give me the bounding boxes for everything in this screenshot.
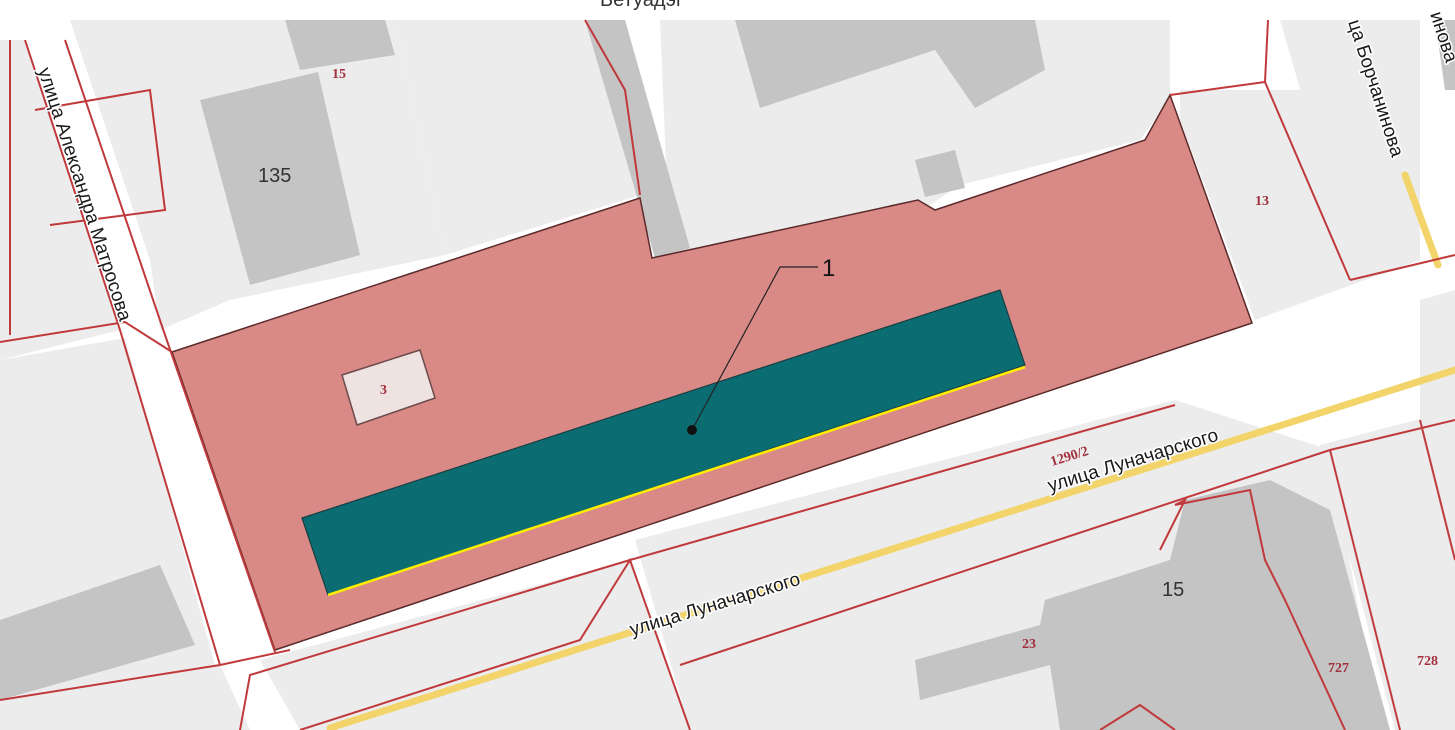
boundary-south-plot bbox=[1174, 488, 1346, 730]
block-right-grey bbox=[1420, 290, 1455, 420]
label-building-15-south: 15 bbox=[1162, 579, 1184, 601]
road-centerlines bbox=[326, 171, 1455, 730]
boundary-727 bbox=[1329, 449, 1401, 730]
building-3 bbox=[341, 349, 436, 426]
block-left-upper bbox=[0, 40, 120, 360]
lunacharskogo-centerline bbox=[326, 366, 1455, 730]
building-left-lower bbox=[0, 565, 195, 700]
top-cut-label: Бетуадэг bbox=[600, 0, 683, 11]
boundary-bottom bbox=[299, 557, 691, 730]
cadastral-boundaries bbox=[0, 19, 1455, 730]
building-135 bbox=[200, 72, 360, 285]
label-building-727: 727 bbox=[1328, 661, 1349, 676]
block-right-top bbox=[1280, 20, 1420, 260]
callout-number: 1 bbox=[822, 255, 835, 282]
label-lot-23: 23 bbox=[1022, 637, 1036, 652]
boundary-north-strip bbox=[584, 19, 641, 196]
target-zone bbox=[301, 289, 1026, 596]
block-south-right bbox=[1320, 410, 1455, 730]
target-zone-yellow-edge bbox=[327, 365, 1026, 597]
boundary-13-east bbox=[1264, 81, 1351, 281]
block-bottom-left bbox=[0, 665, 250, 730]
block-north-pale bbox=[395, 20, 640, 255]
building-tall-strip bbox=[585, 20, 690, 258]
boundary-lunacharskogo-south bbox=[239, 404, 1176, 730]
block-south-left bbox=[260, 560, 690, 730]
building-north-l bbox=[735, 20, 1045, 108]
label-building-135: 135 bbox=[258, 165, 291, 187]
callout-leader-line bbox=[691, 266, 818, 431]
building-top-15 bbox=[285, 20, 395, 70]
callout-point bbox=[687, 425, 697, 435]
street-label-top-right-edge: инова bbox=[1425, 9, 1455, 65]
callout-1: 1 bbox=[687, 255, 835, 435]
label-building-3: 3 bbox=[380, 383, 387, 398]
boundary-south-plot-2 bbox=[1159, 497, 1188, 551]
boundary-lower-left bbox=[0, 649, 291, 701]
building-small-kiosk bbox=[915, 150, 965, 197]
boundary-upper-left bbox=[0, 320, 173, 353]
building-15-south bbox=[915, 480, 1390, 730]
boundary-bottom-right bbox=[1099, 703, 1176, 730]
boundary-right-1 bbox=[1349, 254, 1455, 281]
boundary-matrosova-west bbox=[24, 39, 221, 666]
label-lot-728: 728 bbox=[1417, 654, 1438, 669]
boundary-728 bbox=[1419, 419, 1455, 561]
boundary-matrosova-east bbox=[64, 39, 276, 653]
boundary-1270 bbox=[1169, 19, 1269, 96]
label-lot-15-top: 15 bbox=[332, 67, 346, 82]
building-right-top-edge bbox=[1435, 20, 1455, 90]
borchaninova-centerline bbox=[1401, 171, 1442, 269]
boundary-block-135 bbox=[34, 88, 167, 226]
buildings bbox=[0, 20, 1455, 730]
label-lot-13: 13 bbox=[1255, 194, 1269, 209]
